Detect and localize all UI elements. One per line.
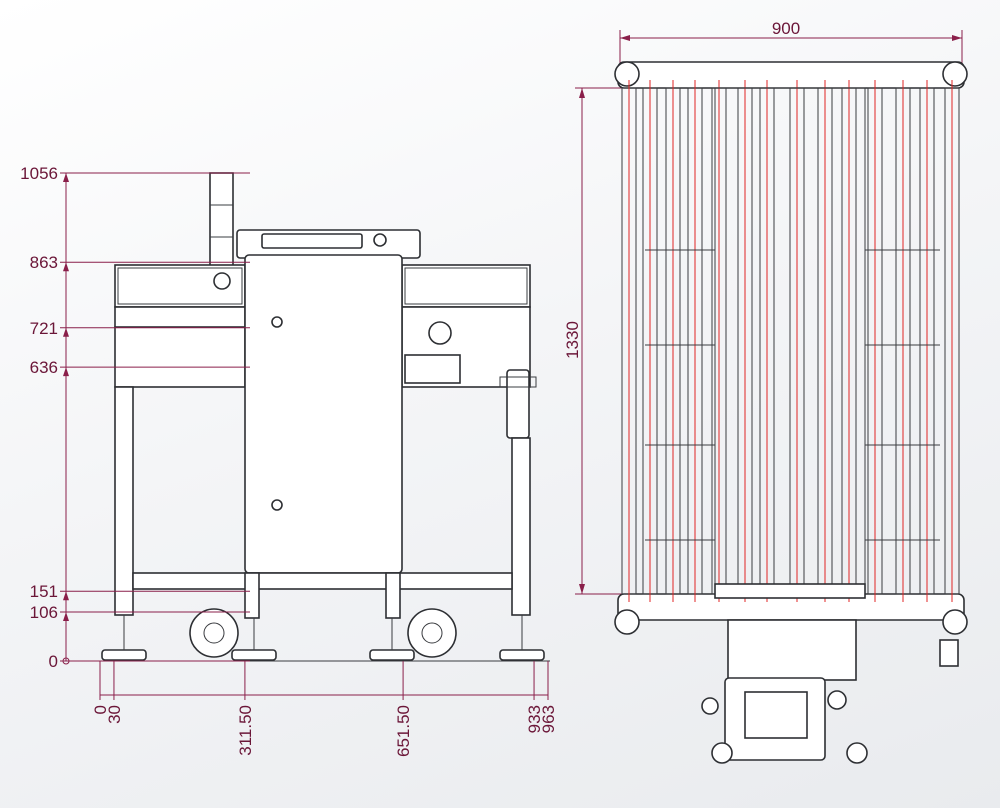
width-label: 933 <box>525 705 544 733</box>
arrow-down-icon <box>579 584 585 594</box>
width-label: 963 <box>539 705 558 733</box>
arrow-right-icon <box>952 35 962 41</box>
width-label: 0 <box>91 705 110 714</box>
signal-tower <box>209 172 234 269</box>
estop-icon <box>827 690 847 710</box>
height-dimensions: 1056 863 721 636 151 106 0 <box>20 164 250 671</box>
control-cabinet <box>244 254 403 574</box>
bottom-frame <box>132 572 513 590</box>
caster-hub <box>203 622 225 644</box>
side-view <box>100 172 550 662</box>
lock-icon <box>271 316 283 328</box>
top-view: 900 1330 <box>563 19 968 764</box>
height-label: 636 <box>30 358 58 377</box>
gear-icon <box>428 321 452 345</box>
weigh-conveyor-end <box>714 583 866 599</box>
regulator-head <box>499 376 537 388</box>
top-end-bar <box>617 61 965 89</box>
estop-icon <box>373 233 387 247</box>
arrow-up-icon <box>63 591 69 601</box>
air-filter-regulator <box>506 369 530 439</box>
lock-icon <box>271 499 283 511</box>
arrow-up-icon <box>63 367 69 377</box>
left-leg <box>114 386 134 616</box>
height-label: 0 <box>49 652 58 671</box>
motor-icon <box>404 354 461 384</box>
caster-icon <box>711 742 733 764</box>
right-conveyor-inner <box>404 267 528 305</box>
leveling-foot <box>101 649 147 661</box>
right-conveyor <box>401 264 531 308</box>
leveling-foot <box>369 649 415 661</box>
height-label: 151 <box>30 582 58 601</box>
caster-icon <box>846 742 868 764</box>
width-label: 651.50 <box>394 705 413 757</box>
arrow-up-icon <box>63 262 69 272</box>
corner-foot-icon <box>942 61 968 87</box>
height-label: 863 <box>30 253 58 272</box>
knob-icon <box>701 697 719 715</box>
arrow-up-icon <box>579 88 585 98</box>
left-conveyor-inner <box>117 267 243 305</box>
arrow-up-icon <box>63 173 69 182</box>
roller-icon <box>213 272 231 290</box>
corner-foot-icon <box>614 609 640 635</box>
caster-wheel-icon <box>407 608 457 658</box>
width-label: 311.50 <box>236 705 255 756</box>
caster-hub <box>421 622 443 644</box>
leveling-foot <box>499 649 545 661</box>
height-label: 721 <box>30 319 58 338</box>
left-frame <box>114 326 246 388</box>
right-leg <box>511 437 531 616</box>
inner-leg <box>244 572 260 619</box>
display-slot <box>261 233 363 249</box>
corner-foot-icon <box>942 609 968 635</box>
hmi-screen <box>744 691 808 739</box>
width-label: 30 <box>105 705 124 724</box>
side-bracket <box>939 639 959 667</box>
arrow-left-icon <box>620 35 630 41</box>
arrow-up-icon <box>63 327 69 337</box>
left-frame-top <box>114 306 246 328</box>
lower-frame <box>727 619 857 681</box>
corner-foot-icon <box>614 61 640 87</box>
height-label: 1056 <box>20 164 58 183</box>
arrow-up-icon <box>63 612 69 622</box>
caster-wheel-icon <box>189 608 239 658</box>
height-label: 106 <box>30 603 58 622</box>
inner-leg <box>385 572 401 619</box>
top-length-label: 1330 <box>563 321 582 359</box>
top-width-label: 900 <box>772 19 800 38</box>
leveling-foot <box>231 649 277 661</box>
